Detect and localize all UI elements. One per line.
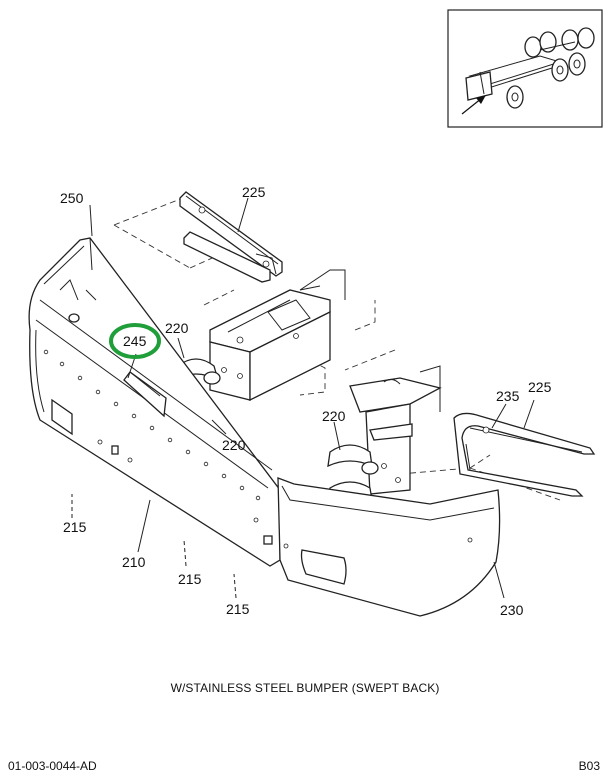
callout-215-b: 215 xyxy=(178,571,202,587)
center-mount-bracket xyxy=(209,269,346,402)
part-225-top-bracket xyxy=(179,191,283,283)
callout-235: 235 xyxy=(496,388,520,404)
callout-225-right: 225 xyxy=(528,379,552,395)
callout-225-top: 225 xyxy=(242,184,266,200)
callout-220-a: 220 xyxy=(165,320,189,336)
callout-230: 230 xyxy=(500,602,524,618)
callouts: 250 225 245 220 220 220 235 225 215 210 … xyxy=(60,184,552,618)
diagram-caption: W/STAINLESS STEEL BUMPER (SWEPT BACK) xyxy=(170,681,440,695)
callout-210: 210 xyxy=(122,554,146,570)
locator-inset xyxy=(447,9,603,128)
highlight-circle xyxy=(109,323,161,359)
callout-215-c: 215 xyxy=(226,601,250,617)
document-id: 01-003-0044-AD xyxy=(8,759,97,773)
callout-220-b: 220 xyxy=(222,437,246,453)
part-235-225-right-brackets xyxy=(453,412,596,497)
callout-250: 250 xyxy=(60,190,84,206)
callout-215-a: 215 xyxy=(63,519,87,535)
right-mount-bracket xyxy=(349,365,442,495)
leader-lines xyxy=(71,197,535,599)
part-230-right-bumper-end xyxy=(253,477,501,617)
callout-245: 245 xyxy=(123,333,147,349)
page-id: B03 xyxy=(578,759,600,773)
callout-220-c: 220 xyxy=(322,408,346,424)
bolt-holes xyxy=(43,349,261,501)
part-245-filler-strip xyxy=(123,371,167,418)
